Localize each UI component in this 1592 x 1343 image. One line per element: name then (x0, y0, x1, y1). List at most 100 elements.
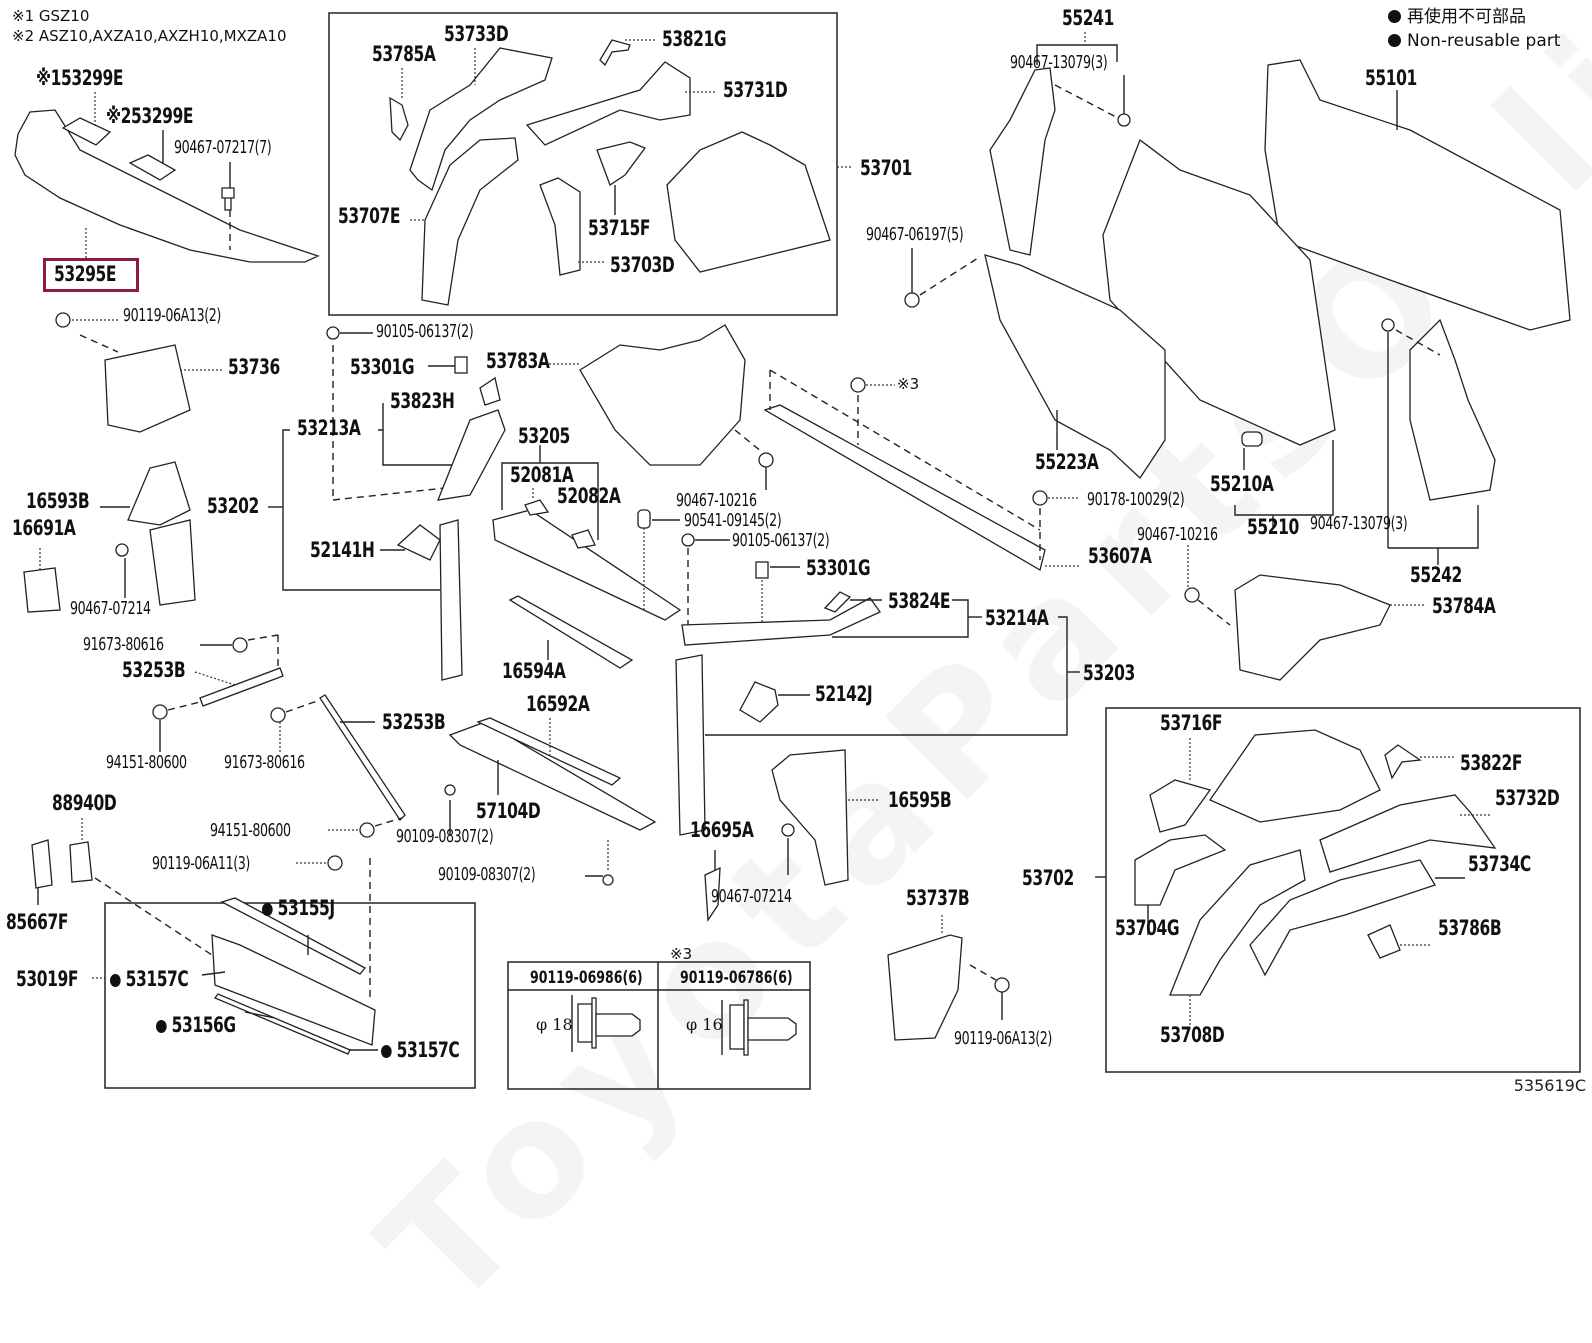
label-53299E-1[interactable]: ※153299E (36, 66, 124, 90)
part-55223A (984, 254, 1166, 480)
label-90109-08307-b[interactable]: 90109-08307(2) (438, 864, 536, 885)
label-90467-07214-a[interactable]: 90467-07214 (70, 598, 151, 619)
bolt-table-box (507, 961, 811, 1090)
label-57104D[interactable]: 57104D (476, 799, 541, 823)
part-53203-pillar (675, 654, 706, 836)
part-88940D (69, 841, 93, 883)
label-53824E[interactable]: 53824E (888, 589, 951, 613)
label-53203[interactable]: 53203 (1083, 661, 1135, 685)
label-55242[interactable]: 55242 (1410, 563, 1462, 587)
label-53299E-2[interactable]: ※253299E (106, 104, 194, 128)
label-90105-06137-b[interactable]: 90105-06137(2) (732, 530, 830, 551)
label-90119-06A13-b[interactable]: 90119-06A13(2) (954, 1028, 1052, 1049)
label-88940D[interactable]: 88940D (52, 791, 117, 815)
label-53253B-a[interactable]: 53253B (122, 658, 186, 682)
bolt-diameter-2: φ 16 (686, 1015, 723, 1034)
part-53785A (389, 96, 409, 142)
part-53783A (579, 324, 746, 466)
label-55101[interactable]: 55101 (1365, 66, 1417, 90)
label-53784A[interactable]: 53784A (1432, 594, 1496, 618)
label-53783A[interactable]: 53783A (486, 349, 550, 373)
label-53732D[interactable]: 53732D (1495, 786, 1560, 810)
label-90119-06A11[interactable]: 90119-06A11(3) (152, 853, 250, 874)
label-53736[interactable]: 53736 (228, 355, 280, 379)
label-90467-10216-a[interactable]: 90467-10216 (676, 490, 757, 511)
label-90541-09145[interactable]: 90541-09145(2) (684, 510, 782, 531)
label-55210[interactable]: 55210 (1247, 515, 1299, 539)
label-53607A[interactable]: 53607A (1088, 544, 1152, 568)
label-90105-06137-a[interactable]: 90105-06137(2) (376, 321, 474, 342)
label-16594A[interactable]: 16594A (502, 659, 566, 683)
part-53786B (1367, 924, 1401, 959)
label-53701[interactable]: 53701 (860, 156, 912, 180)
label-53823H[interactable]: 53823H (390, 389, 455, 413)
label-53295E[interactable]: 53295E (54, 262, 117, 286)
label-53205[interactable]: 53205 (518, 424, 570, 448)
label-53253B-b[interactable]: 53253B (382, 710, 446, 734)
label-53202[interactable]: 53202 (207, 494, 259, 518)
label-53737B[interactable]: 53737B (906, 886, 970, 910)
label-53156G[interactable]: 53156G (156, 1015, 236, 1036)
label-53734C[interactable]: 53734C (1468, 852, 1531, 876)
label-53786B[interactable]: 53786B (1438, 916, 1502, 940)
part-53701-apron (666, 131, 831, 273)
label-91673-80616-a[interactable]: 91673-80616 (83, 634, 164, 655)
part-52081A (524, 499, 550, 516)
label-90467-13079-b[interactable]: 90467-13079(3) (1310, 513, 1408, 534)
label-94151-80600-b[interactable]: 94151-80600 (210, 820, 291, 841)
label-94151-80600-a[interactable]: 94151-80600 (106, 752, 187, 773)
label-85667F[interactable]: 85667F (6, 910, 69, 934)
label-55210A[interactable]: 55210A (1210, 472, 1274, 496)
label-53301G-a[interactable]: 53301G (350, 355, 415, 379)
label-90467-07214-b[interactable]: 90467-07214 (711, 886, 792, 907)
label-53785A[interactable]: 53785A (372, 42, 436, 66)
label-52142J[interactable]: 52142J (815, 682, 873, 706)
label-90467-06197[interactable]: 90467-06197(5) (866, 224, 964, 245)
label-53213A[interactable]: 53213A (297, 416, 361, 440)
label-53155J[interactable]: 53155J (262, 898, 335, 919)
label-53733D[interactable]: 53733D (444, 22, 509, 46)
label-52082A[interactable]: 52082A (557, 484, 621, 508)
part-52141H (396, 524, 441, 561)
label-16595B[interactable]: 16595B (888, 788, 952, 812)
label-53702[interactable]: 53702 (1022, 866, 1074, 890)
label-53214A[interactable]: 53214A (985, 606, 1049, 630)
part-53205 (492, 509, 682, 621)
label-53019F[interactable]: 53019F (16, 967, 79, 991)
part-16592A (476, 717, 622, 786)
part-52142J (739, 681, 779, 723)
part-53824E (823, 591, 852, 613)
label-53715F[interactable]: 53715F (588, 216, 651, 240)
label-53731D[interactable]: 53731D (723, 78, 788, 102)
bolt-table-header-1[interactable]: 90119-06986(6) (530, 968, 643, 988)
label-52081A[interactable]: 52081A (510, 463, 574, 487)
fastener-90467-10216-a (758, 452, 774, 468)
label-91673-80616-b[interactable]: 91673-80616 (224, 752, 305, 773)
label-16691A[interactable]: 16691A (12, 516, 76, 540)
label-53716F[interactable]: 53716F (1160, 711, 1223, 735)
label-90467-07217[interactable]: 90467-07217(7) (174, 137, 272, 158)
label-53157C-a[interactable]: 53157C (110, 969, 189, 990)
label-90109-08307-a[interactable]: 90109-08307(2) (396, 826, 494, 847)
label-53707E[interactable]: 53707E (338, 204, 401, 228)
label-52141H[interactable]: 52141H (310, 538, 375, 562)
label-55223A[interactable]: 55223A (1035, 450, 1099, 474)
label-53704G[interactable]: 53704G (1115, 916, 1180, 940)
label-53708D[interactable]: 53708D (1160, 1023, 1225, 1047)
label-53157C-b[interactable]: 53157C (381, 1040, 460, 1061)
label-90119-06A13-a[interactable]: 90119-06A13(2) (123, 305, 221, 326)
label-53301G-b[interactable]: 53301G (806, 556, 871, 580)
label-53821G[interactable]: 53821G (662, 27, 727, 51)
label-90178-10029[interactable]: 90178-10029(2) (1087, 489, 1185, 510)
label-16593B[interactable]: 16593B (26, 489, 90, 513)
label-16695A[interactable]: 16695A (690, 818, 754, 842)
label-53822F[interactable]: 53822F (1460, 751, 1523, 775)
bolt-table-header-2[interactable]: 90119-06786(6) (680, 968, 793, 988)
label-53703D[interactable]: 53703D (610, 253, 675, 277)
label-90467-13079-a[interactable]: 90467-13079(3) (1010, 52, 1108, 73)
legend-en: Non-reusable part (1388, 33, 1560, 50)
label-90467-10216-b[interactable]: 90467-10216 (1137, 524, 1218, 545)
label-16592A[interactable]: 16592A (526, 692, 590, 716)
label-55241[interactable]: 55241 (1062, 6, 1114, 30)
part-16691A (23, 567, 61, 613)
